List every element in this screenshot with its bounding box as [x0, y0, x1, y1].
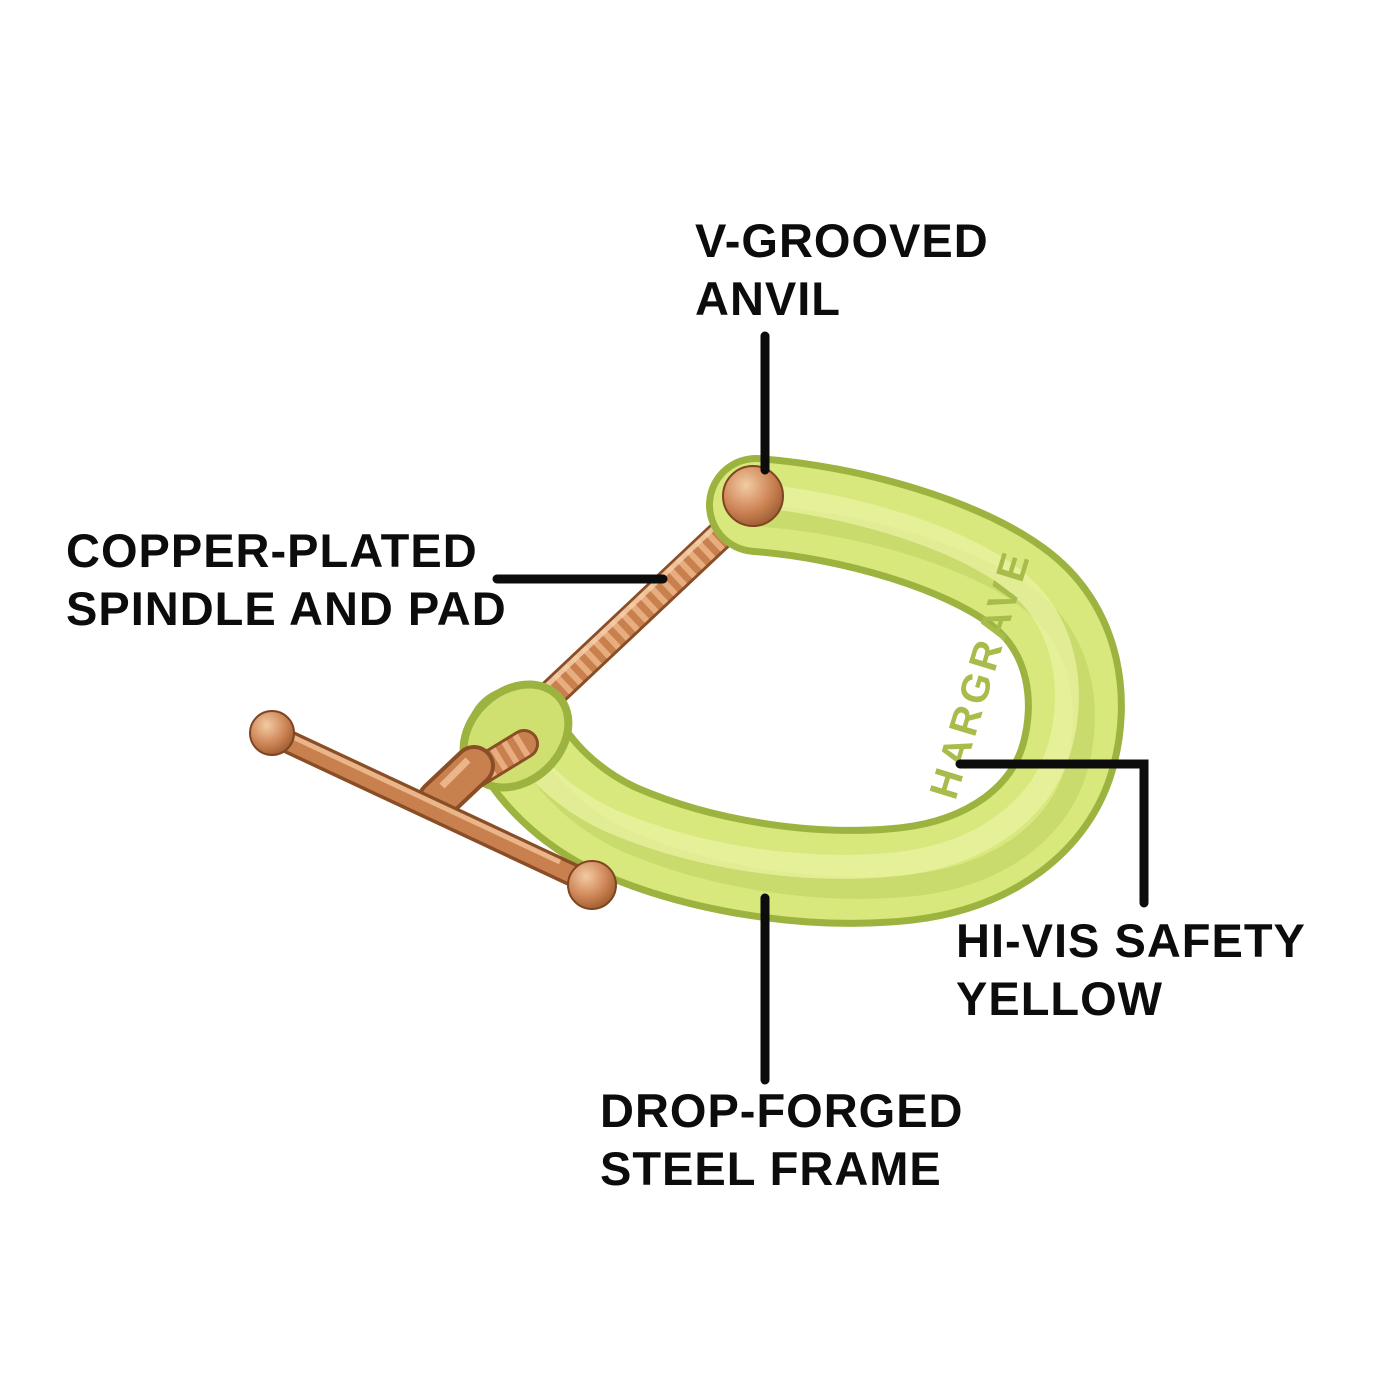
- callout-label-spindle: COPPER-PLATED SPINDLE AND PAD: [66, 522, 507, 639]
- callout-label-frame: DROP-FORGED STEEL FRAME: [600, 1082, 964, 1199]
- callout-text-line: STEEL FRAME: [600, 1142, 942, 1196]
- callout-text-line: V-GROOVED: [695, 214, 989, 267]
- anvil-pad: [722, 465, 784, 527]
- callout-text-line: DROP-FORGED: [600, 1084, 964, 1137]
- handle-ball-right: [567, 860, 617, 910]
- copper-spindle-lower: [417, 729, 539, 821]
- callout-text-line: COPPER-PLATED: [66, 524, 478, 577]
- yellow-pointer-line: [955, 759, 1149, 908]
- clamp-frame: HARGRAVE: [466, 455, 1125, 927]
- callout-label-anvil: V-GROOVED ANVIL: [695, 212, 989, 329]
- t-handle: [249, 710, 617, 910]
- callout-text-line: SPINDLE AND PAD: [66, 582, 507, 636]
- callout-label-yellow: HI-VIS SAFETY YELLOW: [956, 912, 1306, 1029]
- handle-ball-left: [249, 710, 295, 756]
- callout-text-line: HI-VIS SAFETY: [956, 914, 1306, 967]
- callout-text-line: YELLOW: [956, 972, 1164, 1026]
- callout-text-line: ANVIL: [695, 272, 841, 326]
